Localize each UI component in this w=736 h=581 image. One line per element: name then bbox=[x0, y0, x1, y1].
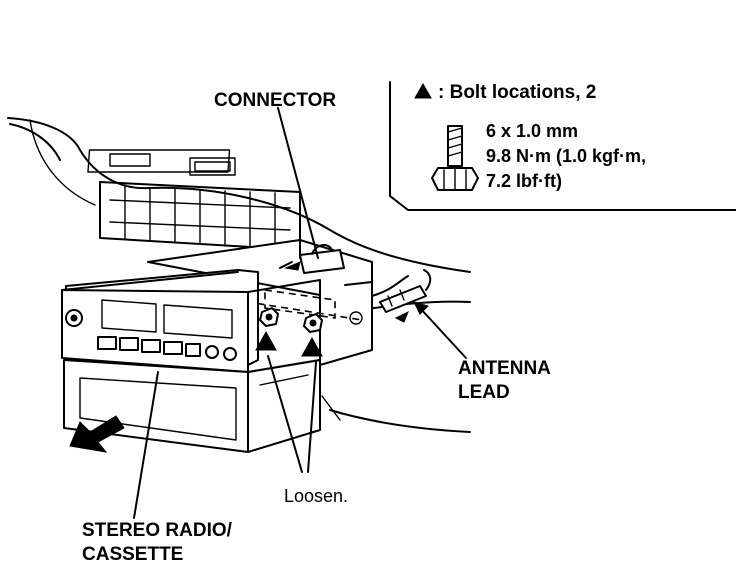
mount-bolt-right bbox=[303, 313, 323, 333]
antenna-lead-label-line2: LEAD bbox=[458, 382, 510, 403]
bolt-location-marker-icon bbox=[414, 82, 432, 99]
stereo-radio-cassette bbox=[61, 269, 323, 373]
bolt-marker-left bbox=[255, 330, 277, 351]
bolt-locations-label: : Bolt locations, 2 bbox=[438, 82, 596, 103]
loosen-label: Loosen. bbox=[284, 486, 348, 506]
torque-text-line1: 9.8 N·m (1.0 kgf·m, bbox=[486, 146, 646, 166]
antenna-lead-cable bbox=[371, 269, 432, 313]
leader-lines bbox=[133, 107, 467, 519]
bolt-icon bbox=[431, 125, 479, 191]
spec-callout: : Bolt locations, 2 6 x 1.0 mm 9.8 N·m (… bbox=[389, 81, 736, 211]
bolt-size-text: 6 x 1.0 mm bbox=[486, 121, 578, 141]
connector-label: CONNECTOR bbox=[214, 90, 336, 111]
mount-bolt-left bbox=[259, 307, 279, 327]
harness-connector bbox=[284, 244, 409, 323]
front-arrow-icon bbox=[69, 415, 125, 453]
stereo-radio-label-line2: CASSETTE bbox=[82, 544, 183, 565]
torque-text-line2: 7.2 lbf·ft) bbox=[486, 171, 562, 191]
antenna-lead-label-line1: ANTENNA bbox=[458, 358, 551, 379]
bolt-marker-right bbox=[301, 336, 323, 357]
radio-buttons bbox=[97, 336, 237, 361]
stereo-radio-label-line1: STEREO RADIO/ bbox=[82, 520, 233, 541]
dashboard-outline bbox=[7, 117, 471, 433]
